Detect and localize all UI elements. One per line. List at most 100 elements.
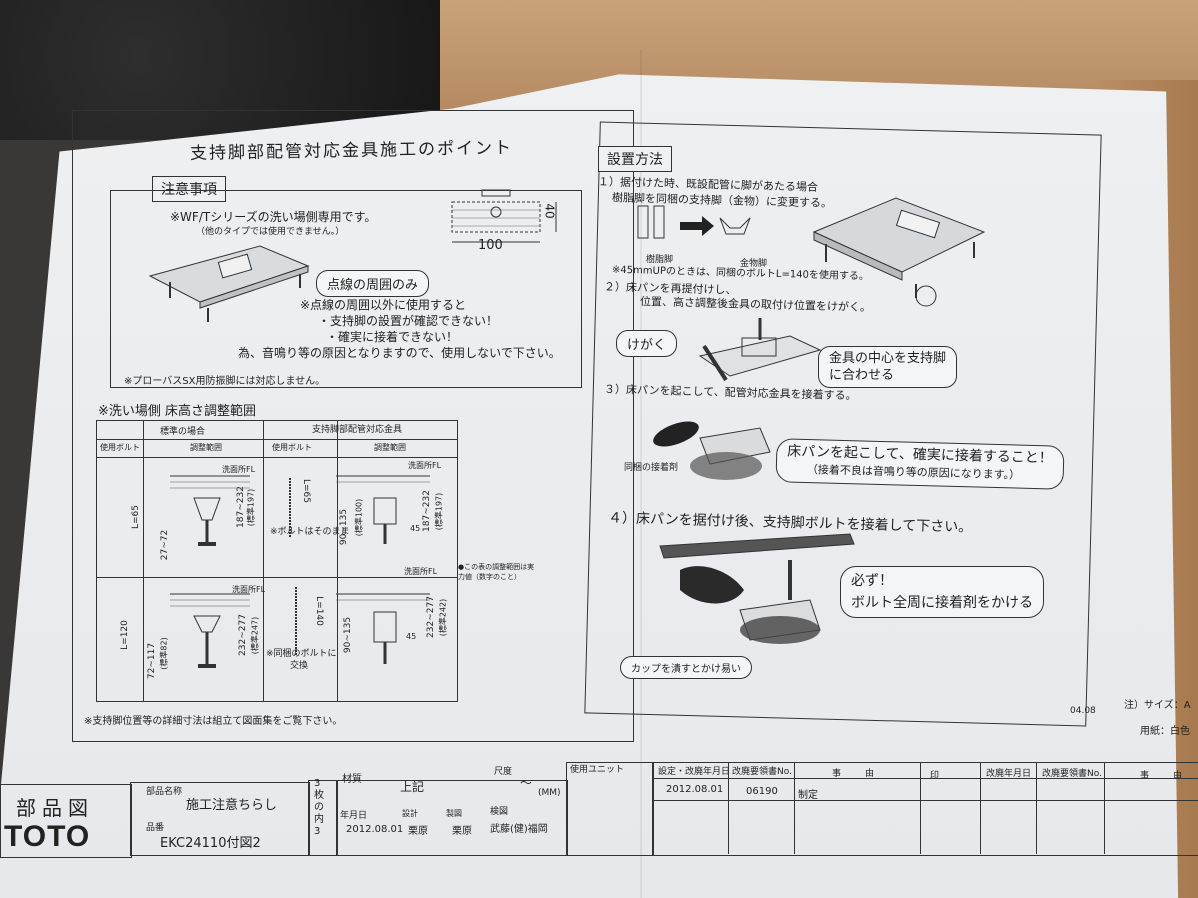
rev-col-3	[920, 762, 921, 854]
col-bracket: 支持脚部配管対応金具	[312, 425, 403, 435]
cup-tip: カップを潰すとかけ易い	[620, 656, 752, 679]
cautions-line2: （他のタイプでは使用できません。）	[196, 227, 345, 237]
drawn-label: 製図	[446, 809, 462, 818]
row2-b-gap: 45	[406, 632, 417, 641]
rev-no-value: 06190	[746, 786, 778, 797]
parts-drawing-label: 部品図	[16, 796, 94, 820]
fl-label-2: 洗面所FL	[408, 461, 442, 470]
tb-parts-cell	[0, 784, 132, 858]
design-value: 栗原	[408, 826, 428, 837]
col-range-bracket: 調整範囲	[374, 443, 406, 452]
row2-sub: 72~117	[147, 642, 158, 680]
tb-unit-cell	[566, 762, 654, 856]
install-label: 設置方法	[598, 146, 672, 172]
part-name: 施工注意ちらし	[186, 798, 278, 813]
rev-row-line-2	[652, 800, 1198, 801]
bath-pan-illustration	[148, 245, 310, 322]
cautions-line1: ※WF/Tシリーズの洗い場側専用です。	[170, 210, 377, 224]
bonding-illustration	[653, 421, 771, 480]
col-standard: 標準の場合	[160, 427, 206, 437]
row1-bolt: L=65	[131, 504, 142, 530]
cautions-box	[110, 190, 582, 388]
center-note-line1: 金具の中心を支持脚	[829, 351, 947, 366]
resin-leg-label: 樹脂脚	[646, 255, 674, 265]
row2-note2: 交換	[290, 661, 309, 671]
rev-no-label-2: 改廃要領書No.	[1042, 769, 1102, 779]
warning-line4: 為、音鳴り等の原因となりますので、使用しないで下さい。	[238, 346, 561, 360]
warning-line3: ・確実に接着できない！	[326, 330, 459, 344]
part-number-label: 品番	[146, 823, 165, 833]
detail-footnote: ※支持脚位置等の詳細寸法は組立て図面集をご覧下さい。	[84, 716, 343, 727]
rev-date-label: 設定・改廃年月日	[658, 767, 731, 777]
material-label: 材質	[342, 774, 362, 785]
bolt-adhesive-illustration	[659, 533, 855, 644]
fl-label: 洗面所FL	[222, 465, 256, 474]
rev-col-5	[1036, 762, 1037, 854]
warning-line5: ※プローバスSX用防振脚には対応しません。	[124, 376, 326, 387]
adhesive-label: 同梱の接着剤	[624, 463, 679, 473]
row2-bolt: L=120	[119, 620, 130, 650]
reason-label: 事由	[832, 769, 899, 779]
range-note: ●この表の調整範囲は実力値（数字のこと）	[458, 563, 535, 581]
reason-label-2: 事由	[1140, 771, 1182, 781]
fl-label-4: 洗面所FL	[404, 567, 438, 576]
rev-no-label: 改廃要領書No.	[732, 767, 792, 777]
center-align-note: 金具の中心を支持脚 に合わせる	[818, 346, 958, 388]
tb-name-cell	[130, 782, 310, 856]
rev-date-label-2: 改廃年月日	[986, 769, 1032, 779]
unit-label: 使用ユニット	[570, 765, 625, 775]
check-label: 検図	[490, 807, 509, 817]
warning-line2: ・支持脚の設置が確認できない！	[318, 314, 499, 328]
fold-line	[640, 50, 642, 898]
tb-material-cell	[336, 780, 568, 856]
row1-b-gap: 45	[410, 524, 421, 533]
leg-swap-illustration	[637, 205, 751, 239]
floor-range-title: ※洗い場側 床高さ調整範囲	[98, 404, 257, 419]
rev-date-value: 2012.08.01	[666, 784, 724, 795]
warning-line1: ※点線の周囲以外に使用すると	[300, 298, 467, 312]
part-number: EKC24110付図2	[160, 836, 261, 851]
dim-100: 100	[478, 238, 503, 253]
reason-value: 制定	[798, 790, 818, 801]
must-note: 必ず！ ボルト全周に接着剤をかける	[840, 566, 1044, 618]
rev-row-line	[652, 778, 1198, 779]
seal-label: 印	[930, 771, 940, 781]
title-block: 部品図 TOTO 部品名称 施工注意ちらし 品番 EKC24110付図2 3枚の…	[0, 758, 1198, 858]
date-label: 年月日	[340, 811, 368, 821]
scale-value: ～	[520, 776, 533, 790]
fl-label-3: 洗面所FL	[232, 585, 266, 594]
col-bolt-std: 使用ボルト	[100, 443, 140, 452]
center-note-line2: に合わせる	[829, 368, 895, 383]
marking-illustration	[698, 318, 822, 382]
metal-leg-label: 金物脚	[740, 259, 768, 269]
pan-with-metal-legs	[812, 197, 986, 307]
design-label: 設計	[402, 809, 418, 818]
size-note: 注）サイズ：A	[1124, 700, 1191, 711]
must-line2: ボルト全周に接着剤をかける	[851, 595, 1033, 611]
tb-revision-cell	[652, 762, 1198, 856]
row1-diagram	[170, 475, 430, 546]
sheet-count: 3枚の内3	[314, 778, 324, 837]
dimension-diagram	[451, 189, 557, 243]
material-value: 上記	[400, 780, 425, 794]
date-code: 04.08	[1070, 706, 1096, 716]
rev-col-2	[794, 762, 795, 854]
col-range-std: 調整範囲	[190, 443, 222, 452]
date-value: 2012.08.01	[346, 824, 404, 835]
part-name-label: 部品名称	[146, 787, 183, 797]
rev-col-4	[980, 762, 981, 854]
paper-note: 用紙：白色	[1140, 726, 1190, 737]
scale-unit: (MM)	[538, 788, 561, 798]
row2-note1: ※同梱のボルトに	[266, 649, 337, 659]
scale-label: 尺度	[494, 767, 513, 777]
floor-range-table	[96, 420, 458, 702]
check-value: 武藤(健)福岡	[490, 824, 548, 835]
dotted-area-note: 点線の周囲のみ	[316, 270, 430, 297]
drawn-value: 栗原	[452, 826, 472, 837]
must-line1: 必ず！	[851, 573, 893, 589]
kegaku-label: けがく	[616, 330, 678, 357]
rev-col-6	[1104, 762, 1105, 854]
row2-diagram	[170, 586, 430, 668]
row1-note: ※ボルトはそのまま	[270, 527, 350, 537]
brand-logo: TOTO	[4, 820, 91, 853]
